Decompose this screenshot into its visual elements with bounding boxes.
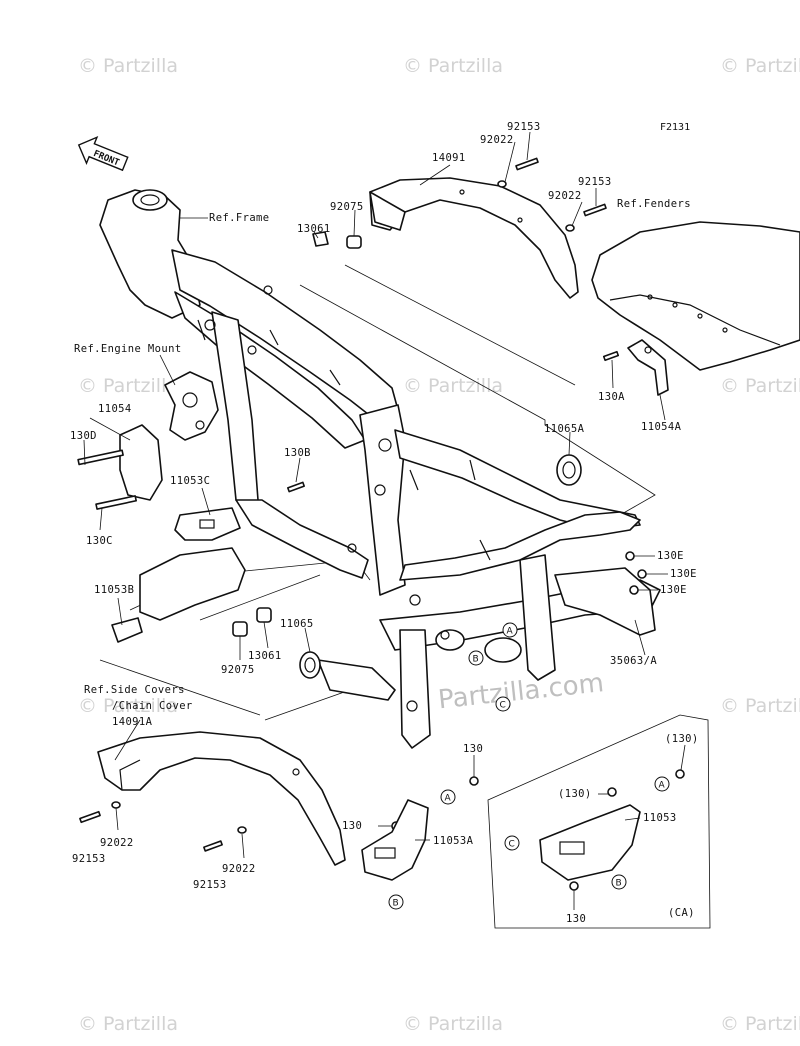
label-130E: 130E xyxy=(657,550,684,562)
watermark-layer: © Partzilla © Partzilla © Partzilla © Pa… xyxy=(78,55,800,1035)
label-130: 130 xyxy=(342,820,362,832)
label-ca: (CA) xyxy=(668,907,695,919)
callout-b: B xyxy=(611,874,627,890)
label-ref-frame: Ref.Frame xyxy=(209,212,270,224)
label-130E: 130E xyxy=(670,568,697,580)
bracket-130D xyxy=(77,424,163,510)
label-11054A: 11054A xyxy=(641,421,682,433)
bolts-upper xyxy=(286,157,620,493)
bracket-11053B xyxy=(111,547,246,643)
watermark: © Partzilla xyxy=(78,55,178,77)
diagram-code: F2131 xyxy=(660,122,690,133)
label-92022: 92022 xyxy=(222,863,256,875)
label-ref-engine-mount: Ref.Engine Mount xyxy=(74,343,182,355)
label-ref-side-covers: Ref.Side Covers xyxy=(84,684,185,696)
label-chain-cover: /Chain Cover xyxy=(112,700,193,712)
watermark: © Partzilla xyxy=(720,55,800,77)
label-92153: 92153 xyxy=(72,853,106,865)
leader-lines xyxy=(83,131,686,910)
grommet-11065 xyxy=(299,651,321,679)
bracket-11054A xyxy=(627,339,669,396)
inset-ca xyxy=(487,714,711,929)
callout-a: A xyxy=(654,776,670,792)
callout-a: A xyxy=(440,789,456,805)
callout-a: A xyxy=(502,622,518,638)
label-92153: 92153 xyxy=(507,121,541,133)
label-92075: 92075 xyxy=(330,201,364,213)
label-92022: 92022 xyxy=(480,134,514,146)
label-130B: 130B xyxy=(284,447,311,459)
label-130: 130 xyxy=(463,743,483,755)
label-130: 130 xyxy=(566,913,586,925)
label-11053A: 11053A xyxy=(433,835,474,847)
part-labels: Ref.Frame Ref.Engine Mount Ref.Fenders R… xyxy=(70,121,699,925)
watermark: © Partzilla xyxy=(720,695,800,717)
label-92153: 92153 xyxy=(193,879,227,891)
svg-text:A: A xyxy=(659,781,666,791)
label-130A: 130A xyxy=(598,391,625,403)
chain-cover-14091A xyxy=(97,731,346,866)
label-92022: 92022 xyxy=(548,190,582,202)
fender-ref xyxy=(591,221,800,371)
watermark: © Partzilla xyxy=(78,375,178,397)
watermark: © Partzilla xyxy=(403,375,503,397)
grommet-11065A xyxy=(556,454,582,486)
svg-text:A: A xyxy=(445,794,452,804)
label-14091: 14091 xyxy=(432,152,466,164)
label-ref-fenders: Ref.Fenders xyxy=(617,198,691,210)
main-frame xyxy=(99,189,661,749)
label-11065: 11065 xyxy=(280,618,314,630)
svg-text:C: C xyxy=(500,701,506,711)
bracket-11054 xyxy=(164,371,219,441)
label-130-paren: (130) xyxy=(665,733,699,745)
label-13061: 13061 xyxy=(297,223,331,235)
label-130E: 130E xyxy=(660,584,687,596)
front-arrow: FRONT xyxy=(77,135,129,172)
watermark: © Partzilla xyxy=(403,55,503,77)
watermark: © Partzilla xyxy=(403,1013,503,1035)
label-130C: 130C xyxy=(86,535,113,547)
svg-text:B: B xyxy=(393,899,399,909)
callout-c: C xyxy=(504,835,520,851)
label-11054: 11054 xyxy=(98,403,132,415)
label-11065A: 11065A xyxy=(544,423,585,435)
damper-lower xyxy=(232,607,272,637)
label-11053: 11053 xyxy=(643,812,677,824)
label-11053B: 11053B xyxy=(94,584,134,596)
watermark: © Partzilla xyxy=(78,695,178,717)
label-35063A: 35063/A xyxy=(610,655,657,667)
watermark: © Partzilla xyxy=(720,1013,800,1035)
label-130D: 130D xyxy=(70,430,97,442)
label-92022: 92022 xyxy=(100,837,134,849)
callout-c: C xyxy=(495,696,511,712)
label-92153: 92153 xyxy=(578,176,612,188)
callout-b: B xyxy=(388,894,404,910)
svg-text:B: B xyxy=(616,879,622,889)
watermark: © Partzilla xyxy=(78,1013,178,1035)
callouts: A B C A B A C B xyxy=(388,622,670,910)
label-11053C: 11053C xyxy=(170,475,210,487)
svg-text:B: B xyxy=(473,655,479,665)
damper-upper xyxy=(312,231,362,249)
label-92075: 92075 xyxy=(221,664,255,676)
fender-14091 xyxy=(369,177,579,299)
label-13061: 13061 xyxy=(248,650,282,662)
label-130-paren: (130) xyxy=(558,788,592,800)
watermark: © Partzilla xyxy=(720,375,800,397)
bracket-11053C xyxy=(174,507,241,541)
svg-text:A: A xyxy=(507,627,514,637)
label-14091A: 14091A xyxy=(112,716,153,728)
callout-b: B xyxy=(468,650,484,666)
svg-text:C: C xyxy=(509,840,515,850)
